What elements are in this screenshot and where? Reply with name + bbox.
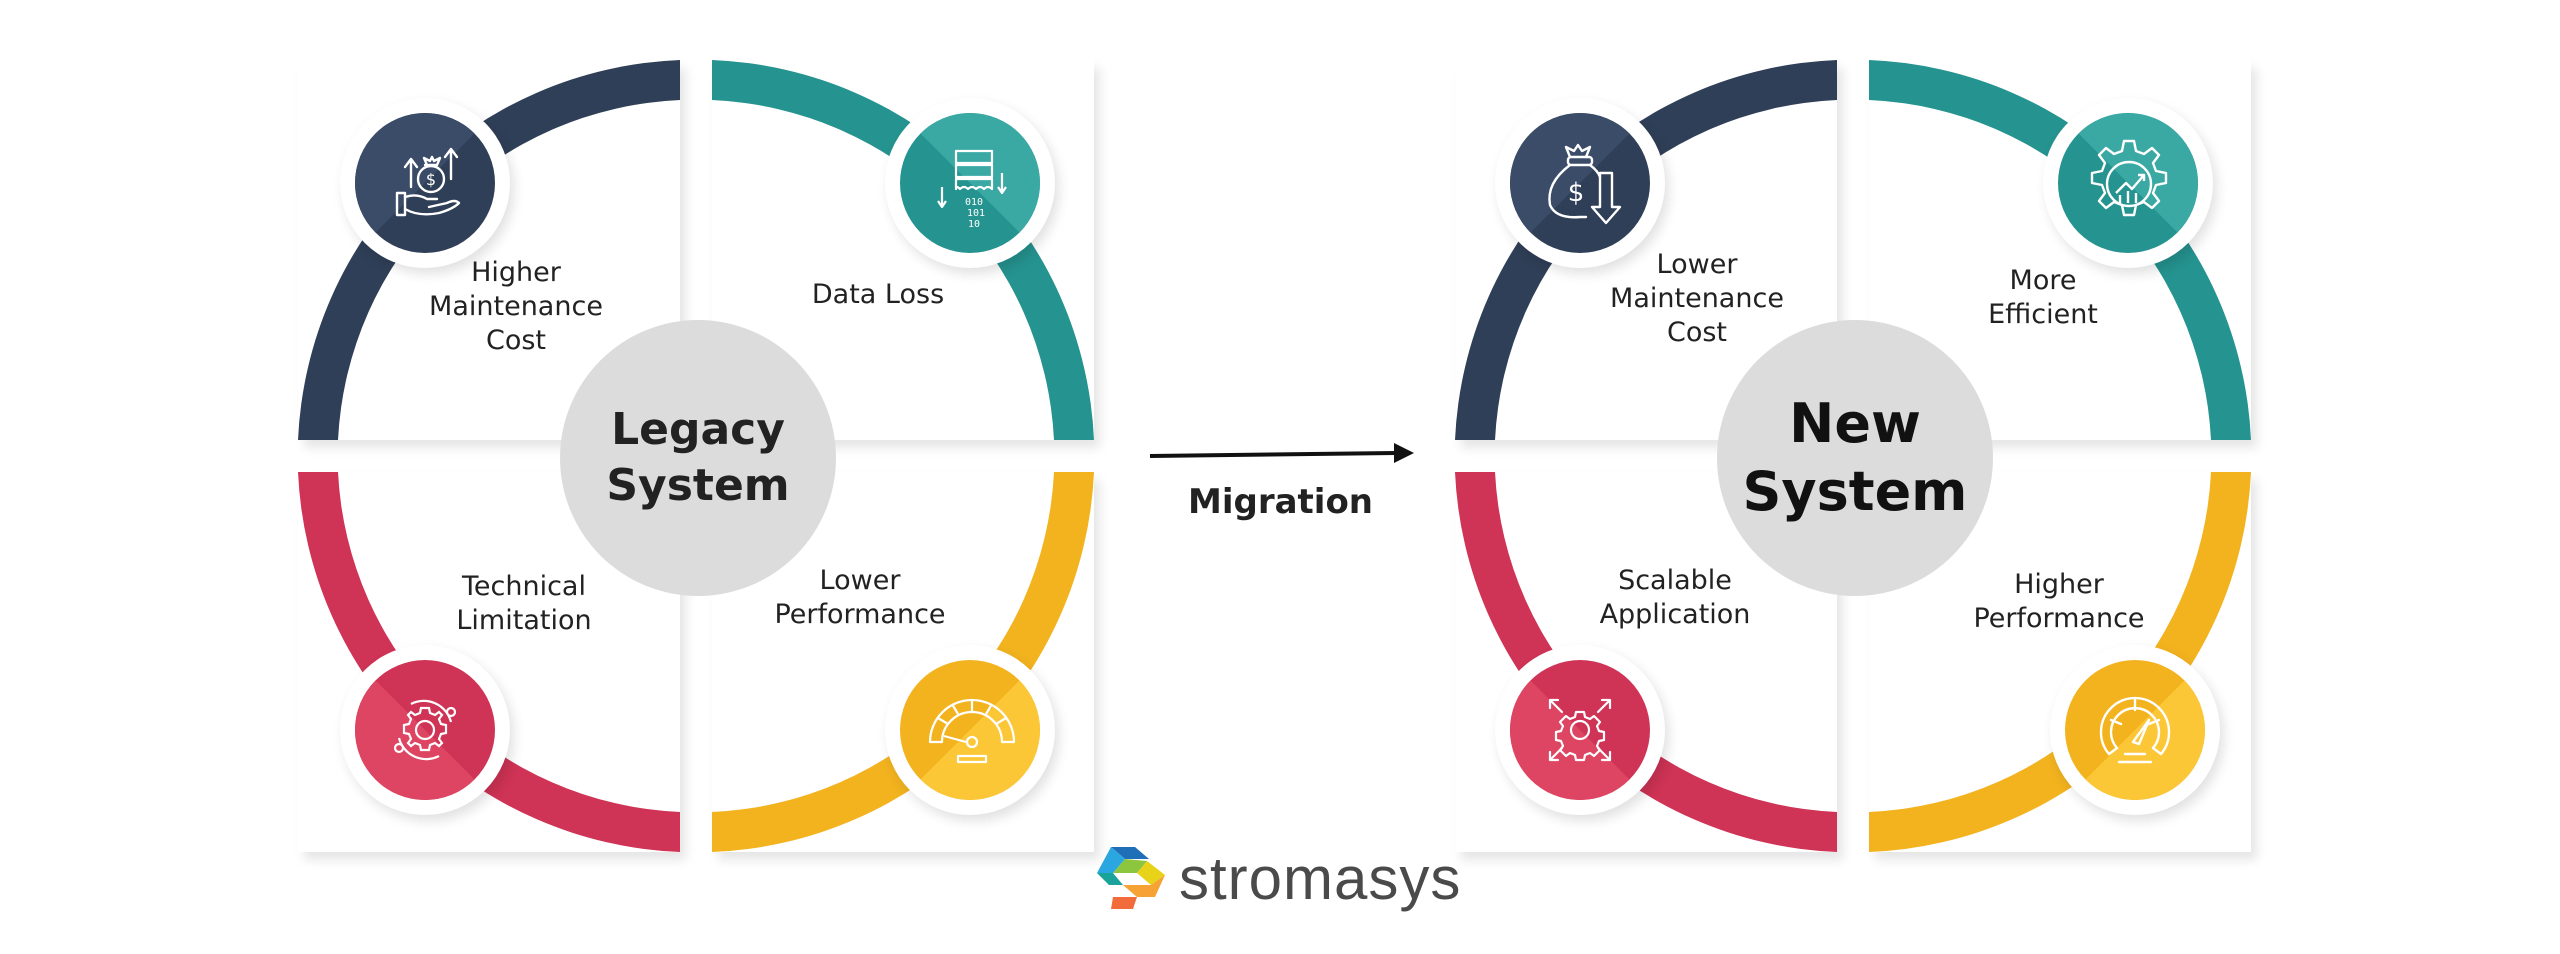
svg-text:010: 010: [965, 197, 983, 208]
legacy-icon-badge-bottom-left: [340, 645, 510, 815]
new-icon-badge-top-right: [2043, 98, 2213, 268]
gear-expand-arrows-icon: [1510, 660, 1650, 800]
money-bag-down-arrow-icon: $: [1510, 113, 1650, 253]
center-title-line1: Legacy: [611, 404, 785, 455]
center-title-line2: System: [1742, 460, 1968, 523]
migration-label: Migration: [1188, 482, 1374, 522]
legacy-icon-badge-bottom-right: [885, 645, 1055, 815]
quadrant-label: Technical Limitation: [456, 571, 592, 636]
new-icon-badge-top-left: $: [1495, 98, 1665, 268]
speedometer-low-icon: [900, 660, 1040, 800]
center-title-line1: New: [1789, 392, 1921, 455]
legacy-icon-badge-top-left: $: [340, 98, 510, 268]
svg-text:$: $: [426, 170, 436, 189]
quadrant-label: Higher Maintenance Cost: [429, 257, 603, 356]
gear-orbit-icon: [355, 660, 495, 800]
svg-text:$: $: [1568, 178, 1585, 208]
legacy-system-diagram: Higher Maintenance Cost Data Loss Techni…: [0, 0, 1094, 954]
center-title-line2: System: [606, 460, 790, 511]
server-data-loss-icon: 010 101 10: [900, 113, 1040, 253]
legacy-system-center: Legacy System: [560, 320, 836, 596]
legacy-icon-badge-top-right: 010 101 10: [885, 98, 1055, 268]
svg-text:101: 101: [967, 208, 985, 219]
new-system-center: New System: [1717, 320, 1993, 596]
new-icon-badge-bottom-right: [2050, 645, 2220, 815]
new-icon-badge-bottom-left: [1495, 645, 1665, 815]
right-arrow-icon: [1149, 443, 1414, 463]
money-bag-hand-up-arrows-icon: $: [355, 113, 495, 253]
quadrant-label: Lower Maintenance Cost: [1610, 249, 1784, 348]
quadrant-label: Lower Performance: [774, 565, 946, 630]
quadrant-label: More Efficient: [1988, 265, 2098, 330]
new-system-diagram: Lower Maintenance Cost More Efficient Sc…: [0, 0, 2251, 954]
stromasys-logo: stromasys: [1093, 843, 1461, 913]
stromasys-logo-icon: [1097, 847, 1165, 909]
logo-text: stromasys: [1179, 844, 1462, 912]
quadrant-label: Higher Performance: [1973, 569, 2145, 634]
quadrant-label: Scalable Application: [1599, 565, 1751, 630]
quadrant-label: Data Loss: [811, 279, 945, 310]
svg-text:10: 10: [968, 219, 980, 230]
gear-growth-chart-icon: [2058, 113, 2198, 253]
speedometer-high-icon: [2065, 660, 2205, 800]
